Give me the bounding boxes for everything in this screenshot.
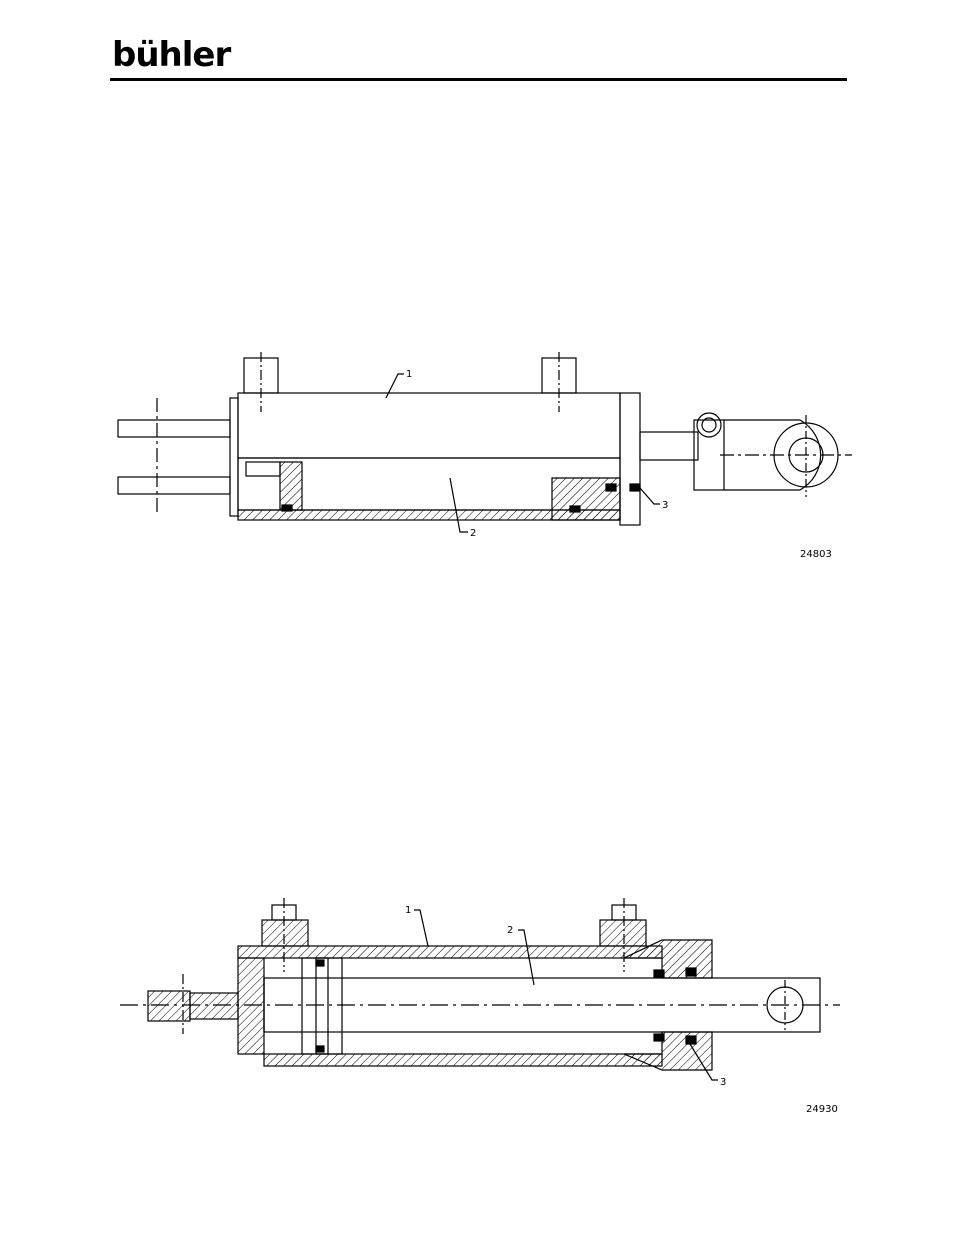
fig1-callout-2: 2 (470, 528, 476, 539)
clevis-prong-bottom (118, 477, 230, 494)
fig2-callout-1: 1 (405, 905, 411, 916)
fig2-callout-3: 3 (720, 1077, 726, 1088)
figure-2-cylinder (120, 898, 840, 1080)
fig1-number: 24803 (800, 549, 832, 560)
fig1-callout-1: 1 (406, 369, 412, 380)
clevis-prong-top (118, 420, 230, 437)
fig2-callout-2: 2 (507, 925, 513, 936)
fig1-callout-3: 3 (662, 500, 668, 511)
figure-1-cylinder (118, 352, 852, 532)
fig2-number: 24930 (806, 1104, 838, 1115)
